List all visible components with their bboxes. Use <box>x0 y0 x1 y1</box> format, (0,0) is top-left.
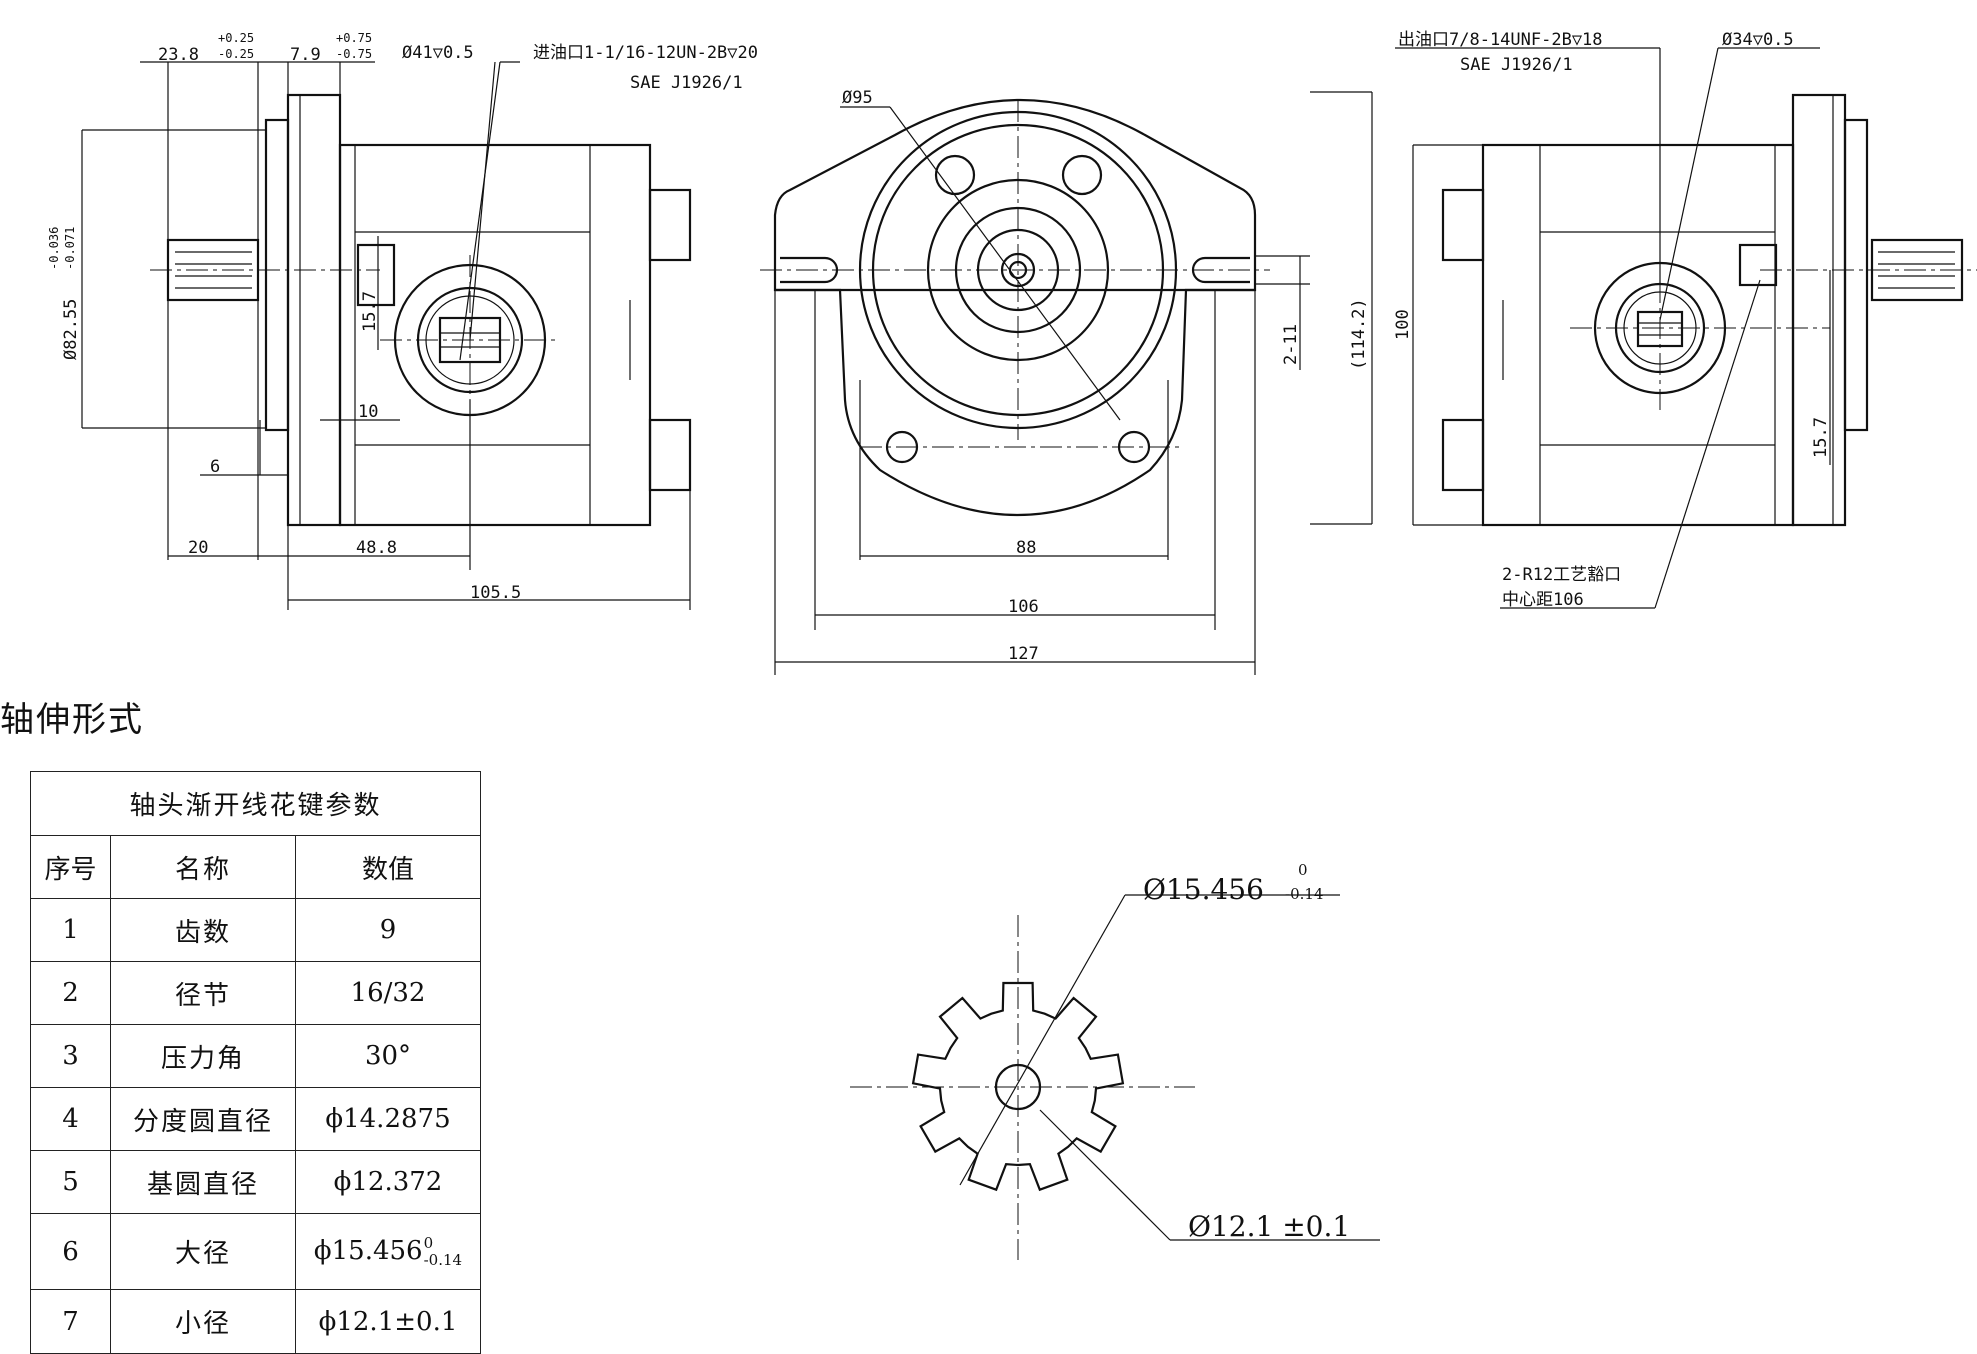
dim-7-9-upper: +0.75 <box>336 31 372 45</box>
tolerance-upper: 0 <box>423 1233 434 1252</box>
header-name: 名称 <box>110 835 296 899</box>
dim-pilot: Ø82.55 <box>61 299 81 360</box>
table-row: 4 分度圆直径 ϕ14.2875 <box>30 1087 481 1151</box>
front-flange-view <box>760 91 1373 675</box>
table-row: 3 压力角 30° <box>30 1024 481 1088</box>
dim-105-5: 105.5 <box>470 583 521 603</box>
spline-minor-dim: Ø12.1 ±0.1 <box>1188 1210 1350 1243</box>
dim-7-9: 7.9 <box>290 45 321 65</box>
inlet-label: 进油口1-1/16-12UN-2B▽20 <box>533 43 758 63</box>
tolerance: 0-0.14 <box>423 1233 463 1269</box>
row-name: 基圆直径 <box>110 1150 296 1214</box>
r12-label: 2-R12工艺豁口 <box>1502 565 1621 585</box>
row-name: 压力角 <box>110 1024 296 1088</box>
row-value: ϕ12.1±0.1 <box>295 1289 481 1354</box>
dimension-texts: 23.8 +0.25 -0.25 7.9 +0.75 -0.75 Ø41▽0.5… <box>47 30 1831 1243</box>
dim-6: 6 <box>210 457 220 477</box>
row-name: 齿数 <box>110 898 296 962</box>
header-no: 序号 <box>30 835 111 899</box>
dim-100: 100 <box>1393 309 1413 340</box>
dim-15-7-right: 15.7 <box>1811 417 1831 458</box>
right-side-view <box>1395 47 1977 609</box>
row-value: ϕ14.2875 <box>295 1087 481 1151</box>
outlet-standard: SAE J1926/1 <box>1460 55 1573 75</box>
dim-pilot-lower: -0.071 <box>63 227 77 270</box>
spline-major-lower: -0.14 <box>1285 885 1323 903</box>
row-value: ϕ15.456 <box>313 1235 423 1266</box>
row-name: 小径 <box>110 1289 296 1354</box>
dim-41: Ø41▽0.5 <box>402 43 474 63</box>
dim-106: 106 <box>1008 597 1039 617</box>
r12-pitch: 中心距106 <box>1502 590 1584 610</box>
dim-23-8-upper: +0.25 <box>218 31 254 45</box>
dim-114-2: (114.2) <box>1349 298 1369 370</box>
table-caption: 轴头渐开线花键参数 <box>30 771 481 836</box>
dim-7-9-lower: -0.75 <box>336 47 372 61</box>
dim-10: 10 <box>358 402 378 422</box>
dim-95: Ø95 <box>842 88 873 108</box>
table-row: 7 小径 ϕ12.1±0.1 <box>30 1289 481 1354</box>
dim-127: 127 <box>1008 644 1039 664</box>
dim-20: 20 <box>188 538 208 558</box>
dim-23-8: 23.8 <box>158 45 199 65</box>
row-no: 3 <box>30 1024 111 1088</box>
row-name: 大径 <box>110 1213 296 1290</box>
dim-2-11: 2-11 <box>1281 324 1301 365</box>
row-no: 1 <box>30 898 111 962</box>
spline-section <box>850 894 1380 1260</box>
dim-23-8-lower: -0.25 <box>218 47 254 61</box>
dim-pilot-upper: -0.036 <box>47 227 61 270</box>
row-no: 5 <box>30 1150 111 1214</box>
table-row: 2 径节 16/32 <box>30 961 481 1025</box>
spline-major-dim: Ø15.456 <box>1143 873 1264 906</box>
dim-48-8: 48.8 <box>356 538 397 558</box>
row-no: 7 <box>30 1289 111 1354</box>
tolerance-lower: -0.14 <box>423 1250 463 1269</box>
inlet-standard: SAE J1926/1 <box>630 73 743 93</box>
left-side-view <box>81 61 692 610</box>
row-no: 6 <box>30 1213 111 1290</box>
spline-parameter-table: 轴头渐开线花键参数 序号 名称 数值 1 齿数 9 2 径节 16/32 3 压… <box>30 771 481 1354</box>
outlet-label: 出油口7/8-14UNF-2B▽18 <box>1398 30 1603 50</box>
table-row: 1 齿数 9 <box>30 898 481 962</box>
row-name: 分度圆直径 <box>110 1087 296 1151</box>
dim-15-7-left: 15.7 <box>360 291 380 332</box>
section-title: 轴伸形式 <box>0 700 144 740</box>
row-value: 16/32 <box>295 961 481 1025</box>
row-value: 30° <box>295 1024 481 1088</box>
dim-88: 88 <box>1016 538 1036 558</box>
row-no: 2 <box>30 961 111 1025</box>
row-value: 9 <box>295 898 481 962</box>
row-name: 径节 <box>110 961 296 1025</box>
dim-34: Ø34▽0.5 <box>1722 30 1794 50</box>
header-value: 数值 <box>295 835 481 899</box>
row-no: 4 <box>30 1087 111 1151</box>
row-value: ϕ12.372 <box>295 1150 481 1214</box>
spline-major-upper: 0 <box>1298 861 1308 879</box>
table-row: 5 基圆直径 ϕ12.372 <box>30 1150 481 1214</box>
